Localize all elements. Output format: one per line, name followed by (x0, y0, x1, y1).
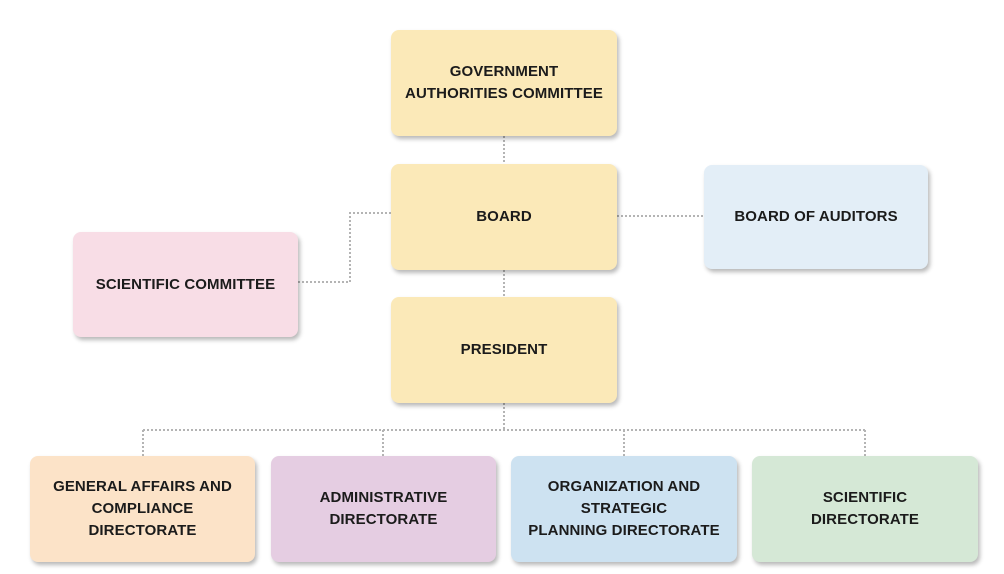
scientific-committee-label: SCIENTIFIC COMMITTEE (95, 275, 276, 293)
president-box: PRESIDENT (391, 297, 617, 403)
board-of-auditors-label: BOARD OF AUDITORS (734, 208, 898, 225)
administrative-directorate-label: ADMINISTRATIVE DIRECTORATE (319, 489, 448, 528)
board-of-auditors-box: BOARD OF AUDITORS (704, 165, 928, 269)
scientific-directorate-box: SCIENTIFIC DIRECTORATE (752, 456, 978, 562)
president-label: PRESIDENT (460, 341, 548, 358)
general-affairs-directorate-box: GENERAL AFFAIRS AND COMPLIANCE DIRECTORA… (30, 456, 255, 562)
government-authorities-committee-label: GOVERNMENT AUTHORITIES COMMITTEE (405, 63, 603, 102)
administrative-directorate-box: ADMINISTRATIVE DIRECTORATE (271, 456, 496, 562)
board-box: BOARD (391, 164, 617, 270)
government-authorities-committee-box: GOVERNMENT AUTHORITIES COMMITTEE (391, 30, 617, 136)
connector-board-scientific-committee (298, 212, 391, 283)
organization-strategic-planning-directorate-box: ORGANIZATION AND STRATEGIC PLANNING DIRE… (511, 456, 737, 562)
scientific-committee-box: SCIENTIFIC COMMITTEE (73, 232, 298, 337)
board-label: BOARD (476, 208, 532, 225)
scientific-directorate-label: SCIENTIFIC DIRECTORATE (810, 489, 920, 528)
organization-strategic-planning-directorate-label: ORGANIZATION AND STRATEGIC PLANNING DIRE… (528, 478, 720, 539)
general-affairs-directorate-label: GENERAL AFFAIRS AND COMPLIANCE DIRECTORA… (53, 478, 232, 539)
